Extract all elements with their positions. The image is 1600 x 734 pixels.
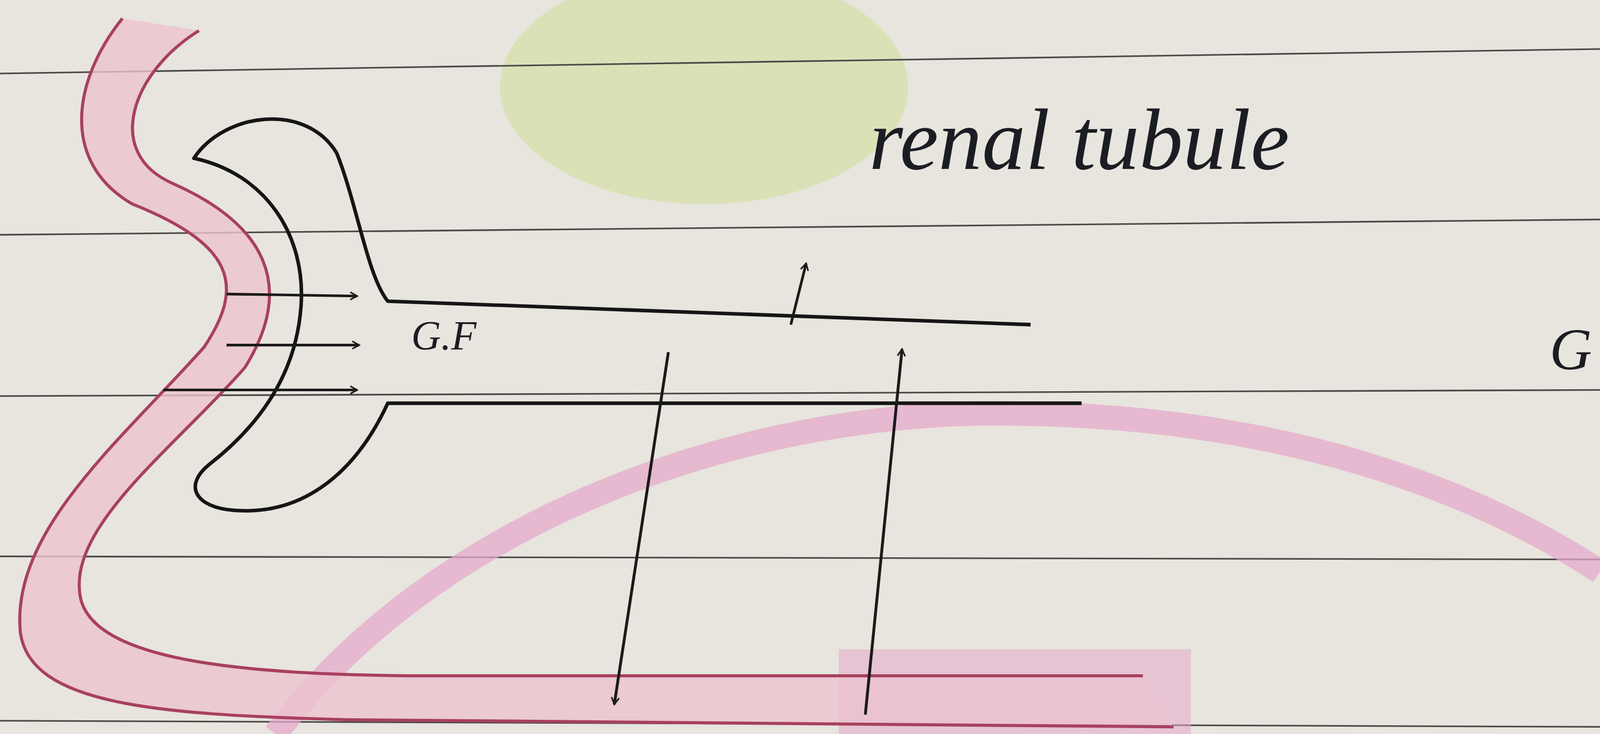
part-label: renal tubule [869, 91, 1290, 189]
down-arrow [614, 352, 669, 705]
up-arrow [865, 349, 902, 715]
label-holder: renal tubule [869, 95, 1290, 184]
paper-stain [499, 0, 909, 205]
partial-heading: G [1549, 316, 1593, 382]
ruled-lines [0, 48, 1600, 727]
label-holder: G [1549, 320, 1593, 379]
process-label: G.F [411, 312, 477, 359]
label-holder: G.F [411, 315, 477, 357]
leader-arrow [790, 263, 806, 325]
filtration-arrows [163, 293, 359, 390]
